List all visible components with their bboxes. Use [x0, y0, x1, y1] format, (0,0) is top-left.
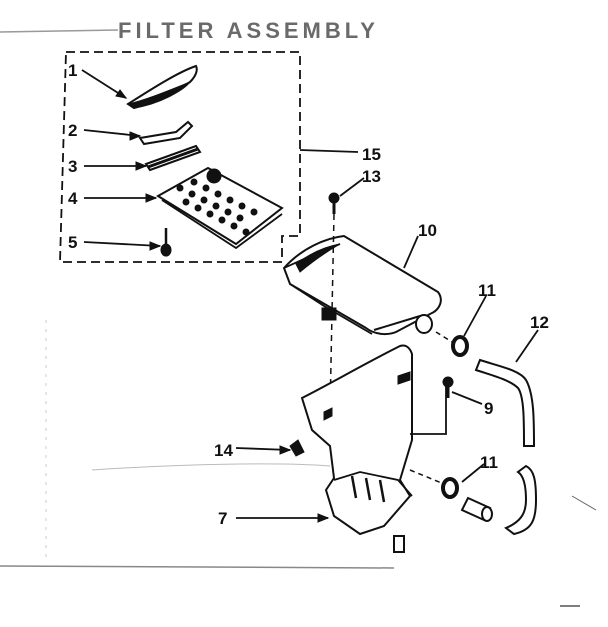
part-10-housing	[282, 234, 442, 336]
part-12-hose	[474, 358, 538, 536]
callout-15: 15	[362, 145, 381, 164]
bracket-leader	[410, 378, 447, 435]
callout-3: 3	[68, 157, 77, 176]
callout-14: 14	[214, 441, 233, 460]
callout-13: 13	[362, 167, 381, 186]
callout-7: 7	[218, 509, 227, 528]
scan-artifact-line	[91, 463, 331, 471]
part-11-ring-lower	[441, 477, 459, 499]
part-1-cap	[126, 64, 198, 110]
alignment-line-ring	[435, 331, 453, 343]
part-11-ring-upper	[451, 335, 469, 357]
callout-9: 9	[484, 399, 493, 418]
leader-arrowheads	[115, 89, 330, 523]
callout-2: 2	[68, 121, 77, 140]
part-14-grommet	[289, 439, 305, 457]
part-9-screw	[442, 376, 454, 398]
part-5-screw	[160, 228, 172, 257]
alignment-line-lower	[409, 469, 445, 485]
part-4-filter-screen	[156, 166, 284, 250]
scan-artifact-tick	[571, 495, 597, 511]
callout-12: 12	[530, 313, 549, 332]
part-fitting-tube	[460, 496, 493, 522]
alignment-line	[329, 213, 335, 413]
scan-artifact-baseline	[0, 565, 395, 569]
callout-11-upper: 11	[478, 281, 496, 300]
callout-5: 5	[68, 233, 77, 252]
filter-kit-boundary	[59, 51, 301, 263]
part-7-bracket	[300, 344, 413, 553]
callout-1: 1	[68, 61, 77, 80]
title-smudge	[0, 29, 119, 33]
callout-4: 4	[68, 189, 78, 208]
callout-11-lower: 11	[480, 453, 498, 472]
diagram-title: FILTER ASSEMBLY	[118, 18, 379, 43]
part-3-bar	[144, 144, 202, 172]
part-13-screw	[328, 192, 340, 214]
callout-10: 10	[418, 221, 437, 240]
part-2-clip	[138, 120, 194, 146]
